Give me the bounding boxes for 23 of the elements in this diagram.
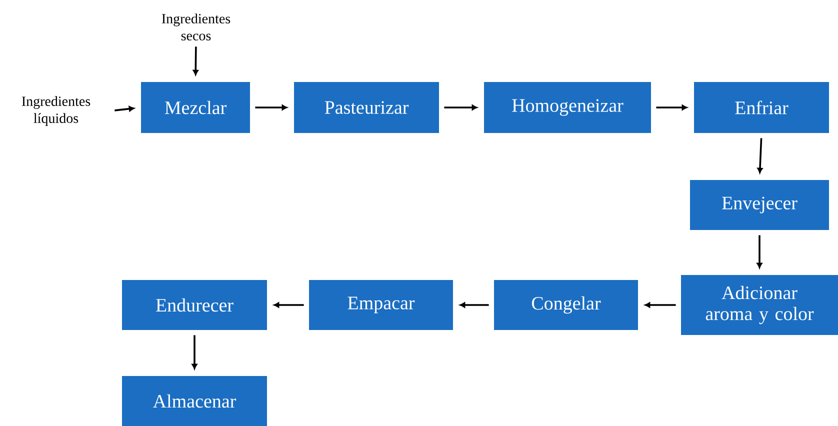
- arrow: [192, 335, 198, 370]
- arrow: [274, 302, 304, 308]
- arrow: [460, 302, 489, 308]
- arrow: [444, 104, 478, 110]
- process-box: Envejecer: [690, 180, 829, 230]
- arrow: [756, 235, 762, 268]
- arrow: [192, 46, 198, 76]
- process-box: Endurecer: [122, 280, 267, 330]
- arrow: [757, 138, 763, 174]
- process-box: Enfriar: [694, 82, 829, 133]
- input-label: Ingredientes líquidos: [22, 96, 90, 126]
- process-box: Almacenar: [122, 376, 267, 426]
- process-box: Pasteurizar: [294, 82, 439, 133]
- process-box: Adicionar aroma y color: [681, 275, 838, 335]
- input-label: Ingredientes secos: [162, 14, 230, 40]
- arrow: [656, 104, 688, 110]
- arrow: [255, 104, 288, 110]
- arrow: [644, 302, 676, 308]
- process-box: Homogeneizar: [484, 82, 651, 133]
- process-box: Congelar: [494, 280, 638, 330]
- arrow: [114, 106, 134, 112]
- process-box: Mezclar: [141, 82, 250, 133]
- process-box: Empacar: [309, 280, 453, 330]
